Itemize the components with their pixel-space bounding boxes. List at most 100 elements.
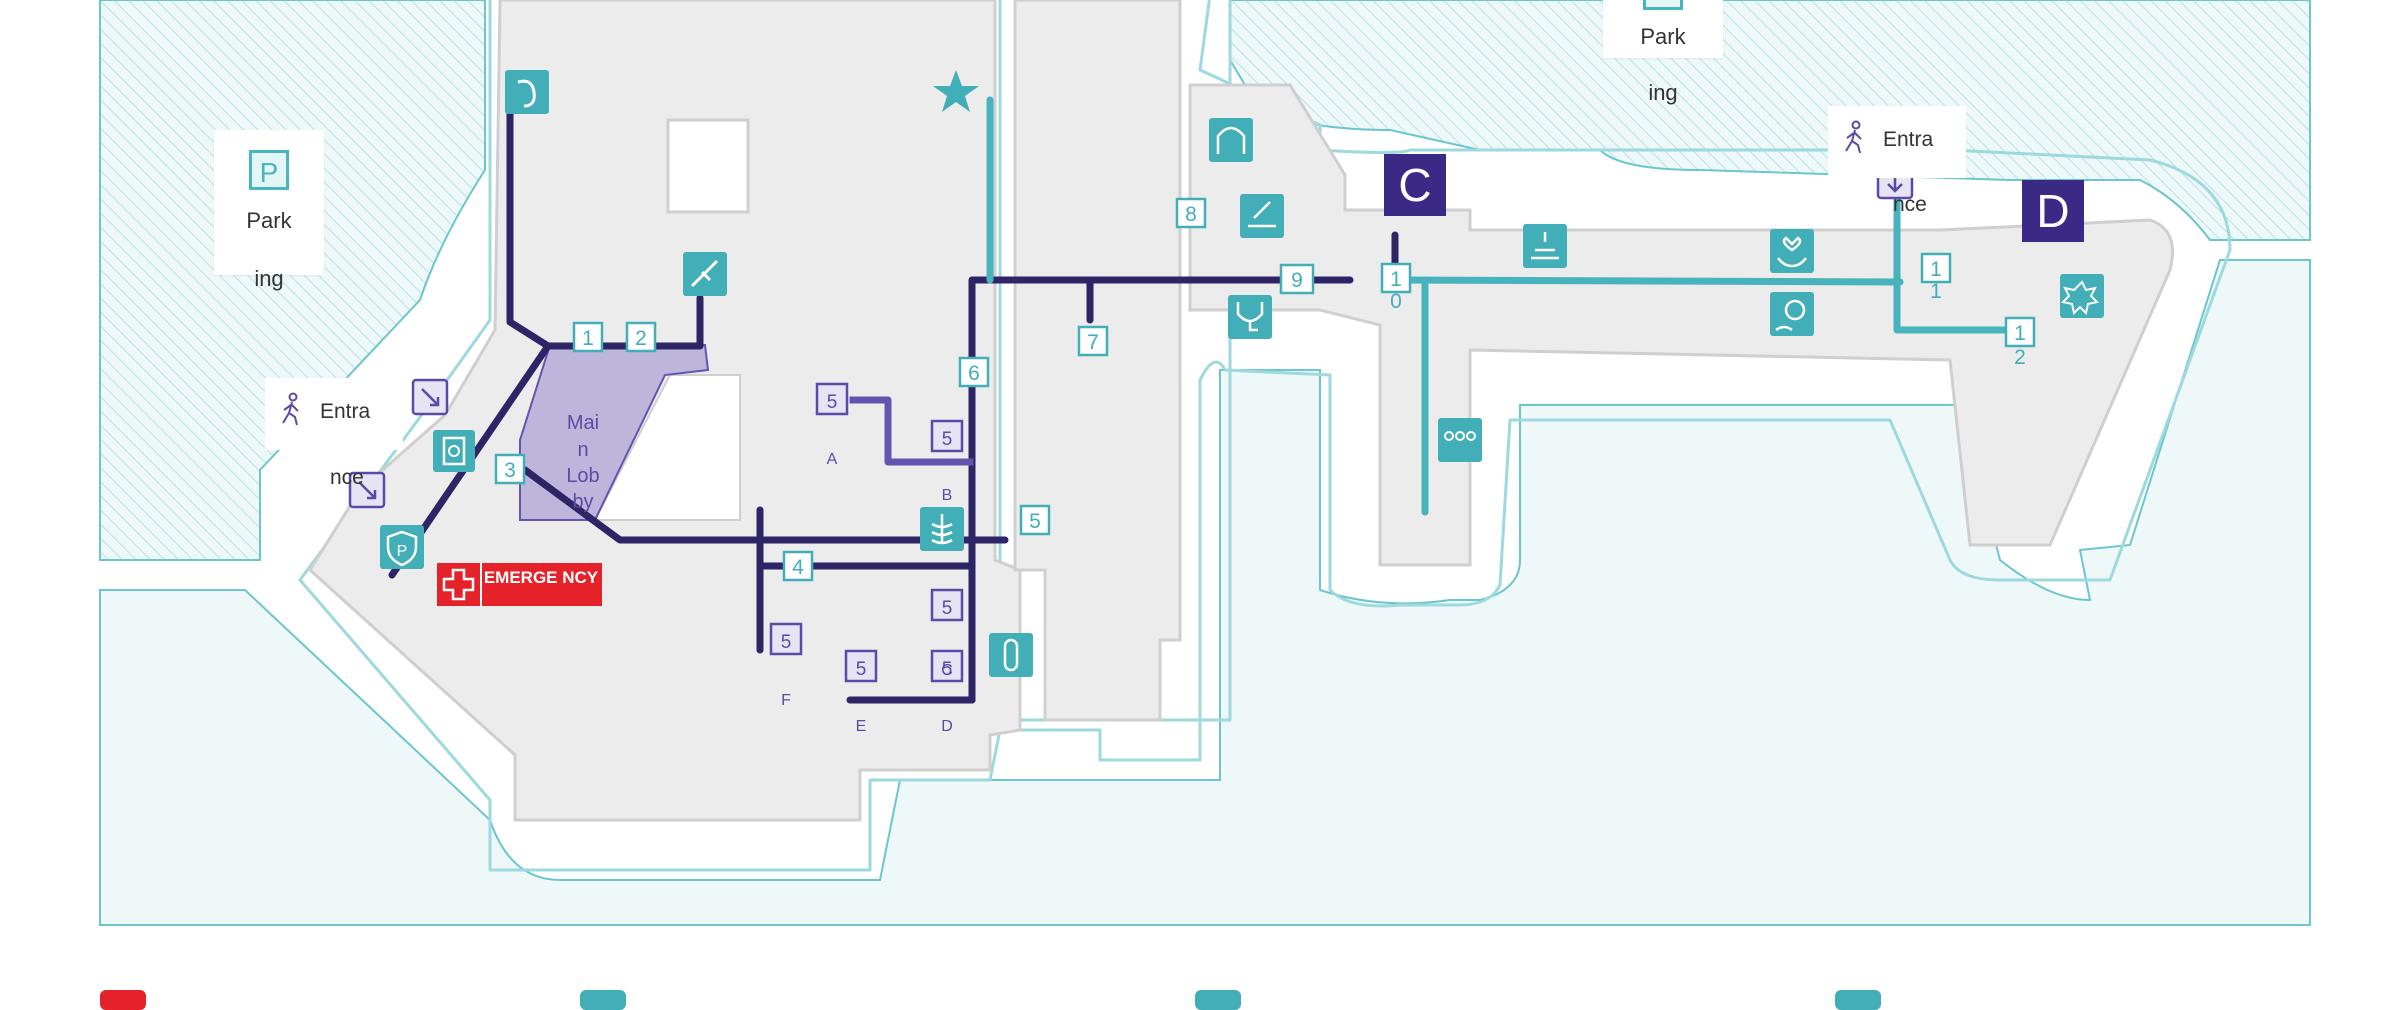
parking-north-p-icon [1643,0,1683,10]
waypoint-1[interactable]: 1 [572,321,604,353]
test-tube-icon[interactable] [989,633,1033,677]
svg-text:5: 5 [1029,510,1041,533]
building-d-badge[interactable]: D [2022,180,2084,242]
building-c-badge[interactable]: C [1384,154,1446,216]
entrance-west-label-2: nce [330,466,364,489]
waypoint-2[interactable]: 2 [625,321,657,353]
legend-swatch-emergency [100,990,146,1010]
entrance-west[interactable]: Entra [265,378,403,450]
waypoint-6[interactable]: 6 [958,356,990,388]
waypoint-5[interactable]: 5 [1019,504,1051,536]
elevator-letter-d: D [941,718,953,735]
svg-text:5: 5 [781,632,792,653]
elevator-f[interactable]: 5 [769,622,803,656]
waypoint-3[interactable]: 3 [494,453,526,485]
svg-text:1: 1 [2014,322,2026,345]
emergency-sign[interactable]: EMERGE NCY [437,563,602,606]
document-icon[interactable] [433,430,475,472]
svg-text:3: 3 [504,459,516,482]
elevator-d[interactable]: 5 [930,588,964,622]
exit-arrow-icon-2[interactable] [348,471,386,509]
waypoint-9[interactable]: 9 [1279,263,1315,295]
svg-text:6: 6 [968,362,980,385]
courtyard-lobby-void [593,374,741,521]
svg-text:8: 8 [1185,203,1197,226]
emergency-label: EMERGE NCY [483,568,599,587]
kidney-icon[interactable] [505,70,549,114]
reception-icon[interactable] [1523,224,1567,268]
elevator-letter-f: F [781,692,791,709]
walking-person-icon [1845,120,1862,154]
elevator-badges: 5 5 5 5 5 5 [769,382,964,683]
waypoint-8[interactable]: 8 [1175,197,1207,229]
main-lobby-label: Mai n Lob by [566,412,599,513]
svg-text:1: 1 [582,327,594,350]
svg-text:1: 1 [1390,268,1402,291]
lobby-label-4: by [572,491,593,513]
ambulance-icon[interactable] [2060,274,2104,318]
billing-icon[interactable] [1770,292,1814,336]
svg-text:1: 1 [1930,280,1942,303]
massage-icon[interactable] [1240,194,1284,238]
exit-arrow-icon-1[interactable] [411,378,449,416]
svg-text:5: 5 [856,659,867,680]
elevator-letter-c: C [941,662,953,679]
entrance-east-label-1: Entra [1883,128,1934,151]
lobby-label-3: Lob [566,465,599,487]
main-lobby-area [519,344,710,521]
building-east-wing [1188,83,2174,567]
elevator-c[interactable]: 5 [930,649,964,683]
route-purple [849,396,974,466]
water-area-south [99,259,2311,926]
legend-swatch-2 [580,990,626,1010]
elevator-letters: A B C D E F [781,451,953,735]
svg-text:9: 9 [1291,269,1303,292]
svg-text:5: 5 [942,429,953,450]
parking-north-label-1: Park [1640,24,1686,49]
waypoint-12[interactable]: 12 [2004,316,2036,369]
svg-text:2: 2 [2014,346,2026,369]
legend-swatch-3 [1195,990,1241,1010]
elevator-letter-e: E [856,718,867,735]
svg-text:7: 7 [1087,331,1099,354]
waypoint-7[interactable]: 7 [1077,325,1109,357]
svg-text:P: P [397,543,408,560]
svg-text:4: 4 [792,556,804,579]
elevator-letter-a: A [827,451,838,468]
svg-text:5: 5 [942,598,953,619]
waypoint-4[interactable]: 4 [782,550,814,582]
waypoint-11[interactable]: 11 [1920,252,1952,303]
entrance-east[interactable]: Entra [1828,106,1966,178]
entrance-east-label-2: nce [1893,193,1927,216]
courtyard [666,118,750,214]
waypoint-badges: 1 2 3 4 5 6 7 8 9 10 11 12 [494,197,2036,582]
elevator-e[interactable]: 5 [844,649,878,683]
stethoscope-icon[interactable] [1228,295,1272,339]
parking-north[interactable]: Park [1603,0,1723,58]
building-halo [298,0,2232,872]
poi-icons: P [348,70,2104,677]
elevator-b[interactable]: 5 [930,419,964,453]
xray-icon[interactable] [920,507,964,551]
lobby-label-2: n [577,439,588,461]
svg-text:5: 5 [942,659,953,680]
entrance-west-label-1: Entra [320,400,371,423]
emergency-cross-icon [437,563,482,606]
legend-swatch-4 [1835,990,1881,1010]
route-teal [986,96,2024,516]
waypoint-10[interactable]: 10 [1380,262,1412,313]
parking-icon[interactable]: P [380,525,424,569]
star-icon[interactable] [933,70,979,112]
svg-text:5: 5 [827,392,838,413]
parking-west[interactable]: P Park [214,130,324,275]
vaccine-icon[interactable] [683,252,727,296]
elevator-a[interactable]: 5 [815,382,849,416]
care-hands-icon[interactable] [1770,229,1814,273]
mri-icon[interactable] [1209,118,1253,162]
group-therapy-icon[interactable] [1438,418,1482,462]
parking-west-label-2: ing [254,266,284,291]
walking-person-icon [282,392,299,426]
parking-north-label-2: ing [1648,80,1678,105]
